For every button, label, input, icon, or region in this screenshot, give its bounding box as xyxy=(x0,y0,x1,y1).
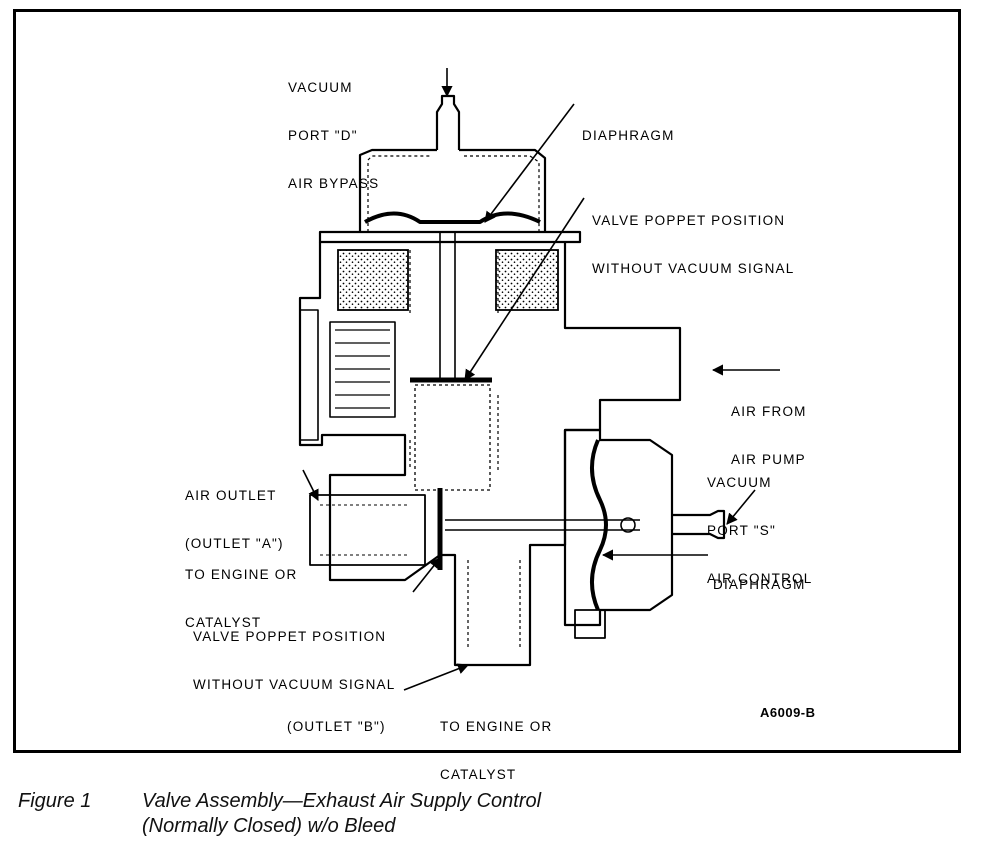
poppet-chamber xyxy=(414,384,491,491)
housing-flange xyxy=(318,230,582,244)
label-to-engine-bottom: TO ENGINE OR CATALYST xyxy=(440,719,553,782)
figure-code: A6009-B xyxy=(760,705,816,720)
label-vacuum-port-d: VACUUM PORT "D" AIR BYPASS xyxy=(288,80,380,191)
figure-frame xyxy=(13,9,961,753)
label-to-engine-left: TO ENGINE OR CATALYST xyxy=(185,567,298,630)
vacuum-nipple-s xyxy=(672,509,726,540)
caption-line-1: Valve Assembly—Exhaust Air Supply Contro… xyxy=(142,790,542,812)
valve-stem xyxy=(439,232,456,380)
label-poppet-bottom: VALVE POPPET POSITION WITHOUT VACUUM SIG… xyxy=(193,629,396,692)
caption-number: Figure 1 xyxy=(18,790,92,812)
label-vacuum-port-s: VACUUM PORT "S" AIR CONTROL xyxy=(707,475,813,586)
outlet-a xyxy=(309,494,426,566)
filter-right xyxy=(495,249,559,311)
left-spring-cage xyxy=(300,309,319,441)
label-air-outlet-a: AIR OUTLET (OUTLET "A") xyxy=(185,488,284,551)
caption-line-2: (Normally Closed) w/o Bleed xyxy=(142,815,396,837)
right-diaphragm xyxy=(589,439,608,611)
upper-diaphragm-housing xyxy=(358,148,547,232)
filter-left xyxy=(337,249,409,311)
label-diaphragm-top: DIAPHRAGM xyxy=(582,128,675,143)
label-air-from-pump: AIR FROM AIR PUMP xyxy=(731,404,807,467)
upper-diaphragm xyxy=(364,211,541,224)
vacuum-nipple-d xyxy=(435,94,461,150)
label-diaphragm-right: DIAPHRAGM xyxy=(713,577,806,592)
label-outlet-b: (OUTLET "B") xyxy=(287,719,386,734)
actuator-rod xyxy=(445,519,640,531)
label-poppet-top: VALVE POPPET POSITION WITHOUT VACUUM SIG… xyxy=(592,213,795,276)
right-diaphragm-housing xyxy=(563,428,674,627)
